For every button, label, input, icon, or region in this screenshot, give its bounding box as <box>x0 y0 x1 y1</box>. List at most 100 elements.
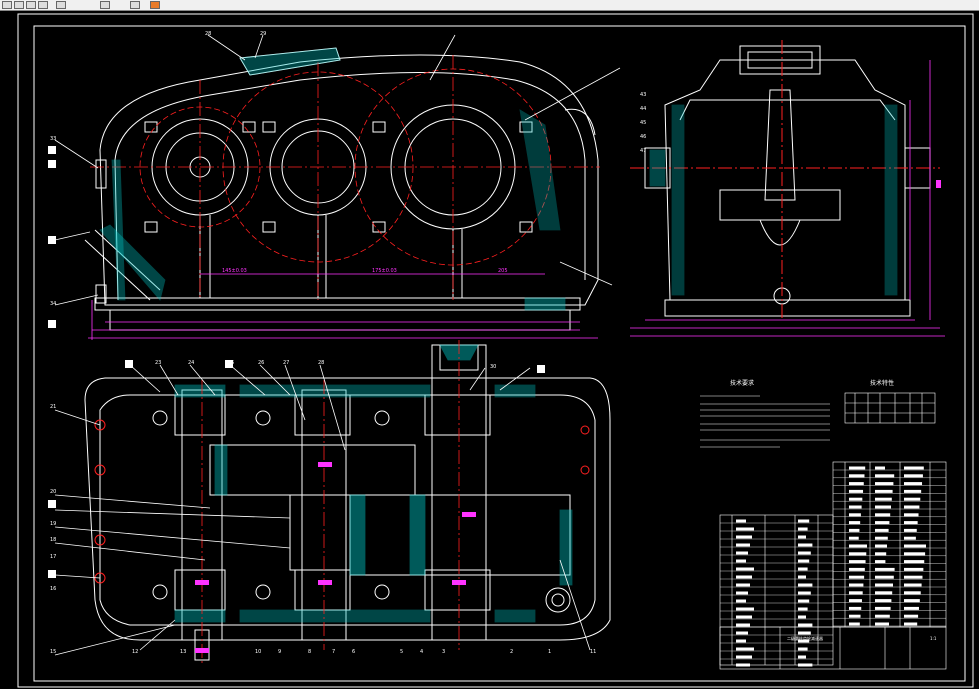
label-2: 2 <box>510 649 513 655</box>
parts-cell-text <box>904 497 921 501</box>
label-19: 19 <box>50 521 56 527</box>
parts-cell-text <box>736 591 748 595</box>
parts-rows-left <box>720 522 833 660</box>
parts-cell-text <box>849 560 866 564</box>
parts-cell-text <box>875 536 888 540</box>
parts-cell-text <box>875 614 890 618</box>
parts-cell-text <box>798 591 811 595</box>
parts-cell-text <box>849 482 864 486</box>
parts-cells <box>736 466 926 667</box>
toolbar <box>0 0 979 11</box>
parts-cell-text <box>875 528 889 532</box>
parts-cell-text <box>875 497 892 501</box>
parts-cell-text <box>736 575 752 579</box>
parts-cell-text <box>849 583 864 587</box>
parts-cell-text <box>875 606 891 610</box>
parts-cell-text <box>849 575 865 579</box>
inner-frame <box>33 25 966 682</box>
label-6: 6 <box>352 649 355 655</box>
label-11: 11 <box>590 649 596 655</box>
parts-cell-text <box>875 599 892 603</box>
parts-cell-text <box>736 615 752 619</box>
parts-cell-text <box>798 527 808 531</box>
parts-cell-text <box>849 513 861 517</box>
plan-labels-bottom: 12 13 10 9 8 7 6 5 4 3 2 1 11 <box>132 649 596 655</box>
parts-cell-text <box>736 623 750 627</box>
parts-cell-text <box>736 655 752 659</box>
parts-cell-text <box>736 583 750 587</box>
parts-cell-text <box>904 474 923 478</box>
marker <box>936 180 941 188</box>
label-4: 4 <box>420 649 423 655</box>
parts-cell-text <box>875 567 895 571</box>
parts-cell-text <box>798 519 810 523</box>
parts-cell-text <box>875 513 891 517</box>
parts-cell-text <box>875 622 889 626</box>
label-17: 17 <box>50 554 56 560</box>
parts-cell-text <box>736 607 754 611</box>
parts-cell-text <box>904 567 924 571</box>
copy-icon[interactable] <box>100 1 110 9</box>
parts-cell-text <box>904 606 919 610</box>
label-5: 5 <box>400 649 403 655</box>
parts-cell-text <box>798 647 808 651</box>
parts-cell-text <box>904 560 925 564</box>
front-leaders <box>54 34 621 306</box>
parts-cell-text <box>736 551 748 555</box>
print-icon[interactable] <box>38 1 48 9</box>
parts-cell-text <box>904 513 919 517</box>
dim-center-distance-3: 205 <box>498 268 508 274</box>
plan-balloon-squares <box>48 360 545 578</box>
cad-drawing-canvas[interactable]: 145±0.03 175±0.03 205 33 34 28 29 <box>0 10 979 689</box>
label-16: 16 <box>50 586 56 592</box>
paste-icon[interactable] <box>130 1 140 9</box>
parts-cell-text <box>798 615 806 619</box>
label-47: 47 <box>640 148 646 154</box>
open-icon[interactable] <box>14 1 24 9</box>
parts-cell-text <box>849 466 866 470</box>
parts-cell-text <box>875 552 887 556</box>
parts-cell-text <box>904 482 923 486</box>
parts-cell-text <box>875 575 894 579</box>
save-icon[interactable] <box>26 1 36 9</box>
plan-labels-top: 23 24 25 26 27 28 30 <box>155 360 496 370</box>
parts-cell-text <box>849 614 861 618</box>
label-44: 44 <box>640 106 646 112</box>
parts-cell-text <box>736 639 746 643</box>
parts-cell-text <box>798 551 811 555</box>
parts-cell-text <box>798 607 808 611</box>
parts-cell-text <box>875 521 890 525</box>
label-21: 21 <box>50 404 56 410</box>
plan-labels-left: 21 20 19 18 17 16 15 <box>50 404 56 655</box>
balloon-square <box>48 236 56 244</box>
parts-cell-text <box>875 583 893 587</box>
parts-cell-text <box>849 497 863 501</box>
dim-center-distance-2: 175±0.03 <box>372 268 397 274</box>
parts-cell-text <box>904 544 926 548</box>
side-dimensions <box>630 60 945 337</box>
parts-cell-text <box>904 575 923 579</box>
label-18: 18 <box>50 537 56 543</box>
parts-cell-text <box>904 614 919 618</box>
label-26: 26 <box>258 360 264 366</box>
side-view <box>630 40 940 320</box>
label-12: 12 <box>132 649 138 655</box>
parts-cell-text <box>849 622 860 626</box>
side-hatching <box>649 104 898 296</box>
parts-cell-text <box>875 466 885 470</box>
parts-list <box>719 461 947 670</box>
title-block-name: 二级圆柱齿轮减速器 <box>787 635 823 641</box>
title-block-scale: 1:1 <box>930 636 937 641</box>
parts-cell-text <box>875 544 887 548</box>
parts-cell-text <box>849 606 862 610</box>
new-icon[interactable] <box>2 1 12 9</box>
parts-cell-text <box>798 543 813 547</box>
parts-cell-text <box>798 567 808 571</box>
bolt-heads <box>95 121 533 304</box>
cut-icon[interactable] <box>56 1 66 9</box>
label-3: 3 <box>442 649 445 655</box>
parts-cell-text <box>875 505 891 509</box>
color-icon[interactable] <box>150 1 160 9</box>
tech-req-title: 技术要求 <box>730 379 754 387</box>
parts-cell-text <box>798 639 810 643</box>
